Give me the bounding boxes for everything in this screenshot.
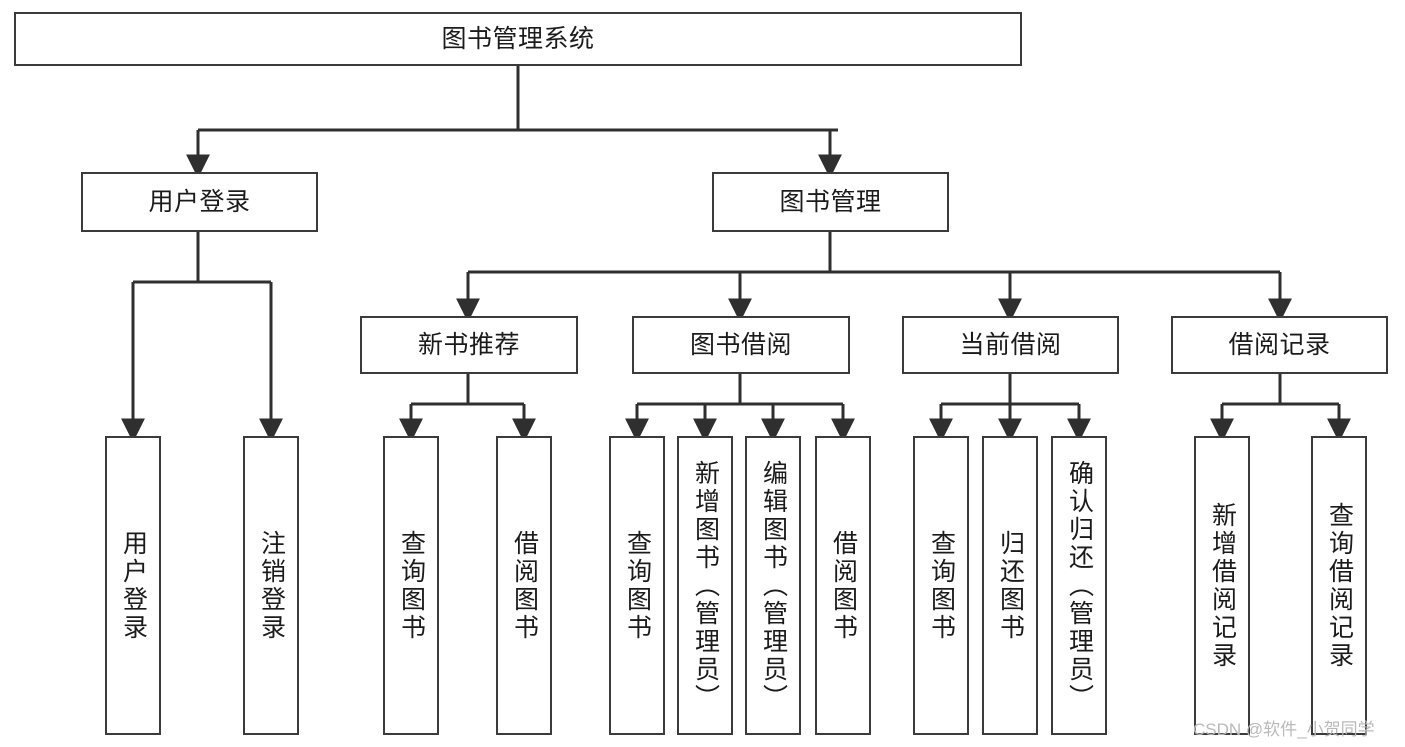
node-label: 注销登录 — [257, 529, 286, 642]
node-leaf-add-book-admin[interactable]: 新增图书（管理员） — [677, 436, 733, 735]
node-book-management[interactable]: 图书管理 — [712, 172, 949, 232]
node-leaf-logout[interactable]: 注销登录 — [243, 436, 299, 735]
node-label: 新书推荐 — [417, 330, 520, 359]
node-label: 查询图书 — [927, 529, 956, 642]
node-label: 查询图书 — [397, 529, 426, 642]
node-label: 查询图书 — [623, 529, 652, 642]
node-leaf-user-login[interactable]: 用户登录 — [105, 436, 161, 735]
node-label: 归还图书 — [996, 529, 1025, 642]
node-leaf-return-book[interactable]: 归还图书 — [982, 436, 1038, 735]
node-leaf-confirm-return-admin[interactable]: 确认归还（管理员） — [1051, 436, 1107, 735]
node-label: 借阅图书 — [510, 529, 539, 642]
node-borrow-record[interactable]: 借阅记录 — [1171, 316, 1388, 374]
node-leaf-edit-book-admin[interactable]: 编辑图书（管理员） — [745, 436, 801, 735]
node-current-borrow[interactable]: 当前借阅 — [902, 316, 1119, 374]
watermark: CSDN @软件_小贺同学 — [1193, 720, 1375, 739]
node-label: 查询借阅记录 — [1325, 501, 1354, 670]
node-label: 用户登录 — [148, 187, 251, 216]
node-label: 图书借阅 — [689, 330, 792, 359]
node-leaf-borrow-book[interactable]: 借阅图书 — [815, 436, 871, 735]
node-label: 编辑图书（管理员） — [759, 459, 788, 712]
node-new-book-recommend[interactable]: 新书推荐 — [360, 316, 578, 374]
node-leaf-query-book-borrow[interactable]: 查询图书 — [609, 436, 665, 735]
node-leaf-query-book-current[interactable]: 查询图书 — [913, 436, 969, 735]
node-user-login[interactable]: 用户登录 — [81, 172, 318, 232]
node-leaf-borrow-book-recommend[interactable]: 借阅图书 — [496, 436, 552, 735]
node-leaf-add-borrow-record[interactable]: 新增借阅记录 — [1194, 436, 1250, 735]
node-label: 用户登录 — [119, 529, 148, 642]
node-label: 借阅记录 — [1228, 330, 1331, 359]
node-label: 确认归还（管理员） — [1065, 459, 1094, 712]
node-label: 图书管理 — [779, 187, 882, 216]
node-book-borrow[interactable]: 图书借阅 — [632, 316, 850, 374]
node-leaf-query-borrow-record[interactable]: 查询借阅记录 — [1311, 436, 1367, 735]
node-label: 借阅图书 — [829, 529, 858, 642]
node-label: 新增借阅记录 — [1208, 501, 1237, 670]
node-label: 新增图书（管理员） — [691, 459, 720, 712]
node-leaf-query-book-recommend[interactable]: 查询图书 — [383, 436, 439, 735]
node-label: 图书管理系统 — [441, 24, 595, 53]
node-root-book-management-system[interactable]: 图书管理系统 — [14, 12, 1022, 66]
node-label: 当前借阅 — [959, 330, 1062, 359]
